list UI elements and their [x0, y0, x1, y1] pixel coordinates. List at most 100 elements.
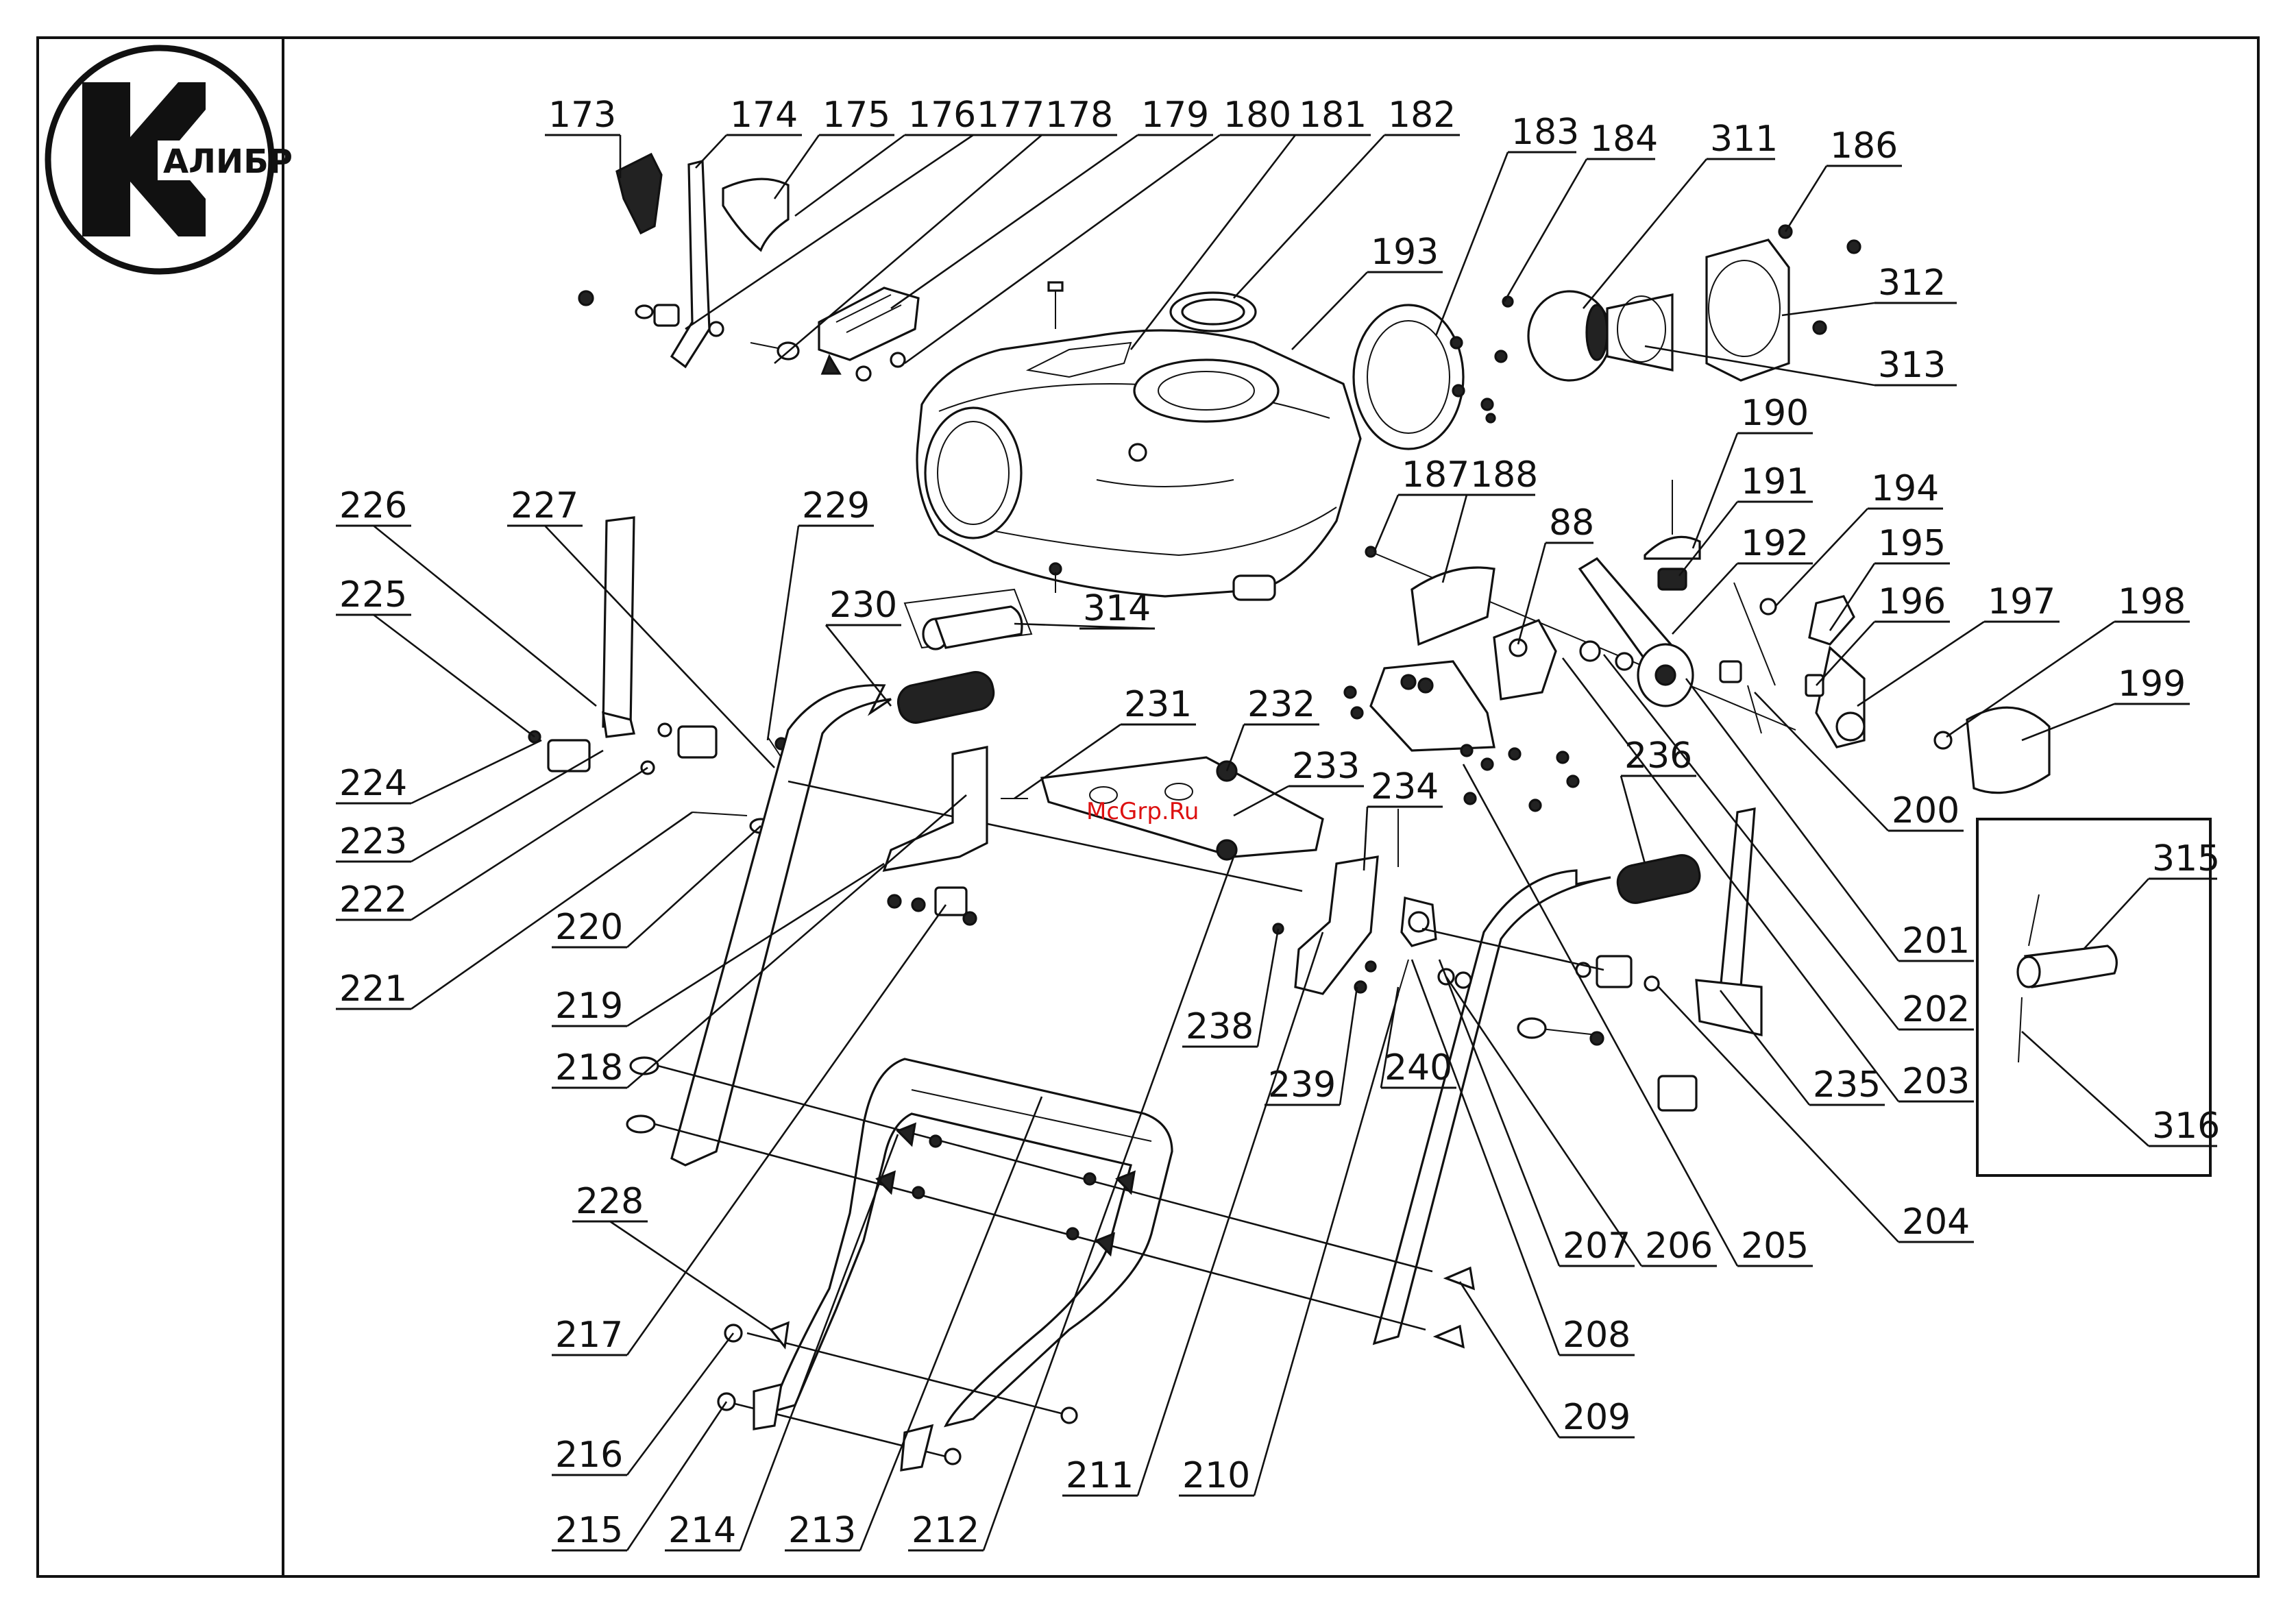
part-number-314: 314	[1083, 588, 1151, 629]
callout-203: 203	[1561, 657, 1974, 1103]
part-number-208: 208	[1563, 1315, 1631, 1356]
leader-line	[1410, 959, 1561, 1356]
leader-line	[1129, 134, 1297, 350]
leader-line	[774, 134, 1042, 364]
part-number-212: 212	[912, 1510, 979, 1551]
part-number-182: 182	[1388, 95, 1456, 136]
leader-line	[626, 1332, 735, 1476]
leader-line	[1256, 928, 1280, 1047]
callout-215: 215	[552, 1401, 728, 1552]
part-number-213: 213	[788, 1510, 856, 1551]
leader-line	[2021, 703, 2115, 742]
leader-line	[1014, 622, 1156, 630]
part-number-188: 188	[1470, 454, 1538, 496]
leader-line	[982, 856, 1235, 1551]
callout-194: 194	[1774, 468, 1943, 607]
leader-line	[1784, 165, 1828, 232]
part-number-214: 214	[668, 1510, 736, 1551]
leader-line	[1857, 620, 1985, 707]
part-number-235: 235	[1813, 1064, 1881, 1106]
part-number-200: 200	[1892, 790, 1959, 831]
callout-226: 226	[336, 485, 597, 707]
callout-201: 201	[1685, 678, 1974, 962]
callout-199: 199	[2021, 663, 2190, 742]
leader-line	[1781, 302, 1875, 317]
part-number-192: 192	[1741, 523, 1809, 564]
callout-225: 225	[336, 574, 535, 738]
callout-205: 205	[1462, 764, 1813, 1267]
detail-box	[1976, 818, 2212, 1177]
leader-line	[1685, 678, 1900, 962]
callout-206: 206	[1445, 976, 1717, 1267]
callout-211: 211	[1062, 931, 1324, 1497]
leader-line	[890, 134, 1138, 310]
part-number-221: 221	[339, 968, 407, 1010]
leader-line	[695, 134, 727, 169]
part-number-196: 196	[1878, 581, 1946, 622]
callout-197: 197	[1857, 581, 2060, 707]
callout-191: 191	[1678, 461, 1813, 576]
leader-line	[1561, 657, 1900, 1102]
leader-line	[773, 134, 820, 199]
part-number-234: 234	[1371, 766, 1439, 807]
part-number-201: 201	[1902, 921, 1970, 962]
leader-line	[1692, 432, 1739, 549]
leader-line	[1658, 986, 1899, 1243]
logo-text: АЛИБР	[163, 143, 293, 181]
callout-178: 178	[774, 95, 1117, 364]
leader-line	[1441, 494, 1468, 583]
callout-88: 88	[1517, 502, 1594, 645]
leader-line	[1339, 986, 1358, 1106]
part-number-236: 236	[1624, 735, 1692, 777]
callout-175: 175	[773, 95, 894, 199]
part-number-180: 180	[1223, 95, 1291, 136]
part-number-226: 226	[339, 485, 407, 526]
leader-line	[373, 524, 597, 707]
part-number-232: 232	[1247, 684, 1315, 725]
callout-312: 312	[1781, 263, 1957, 317]
callout-236: 236	[1620, 735, 1696, 864]
part-number-202: 202	[1902, 989, 1970, 1030]
part-number-173: 173	[548, 95, 616, 136]
leader-line	[1434, 151, 1509, 337]
callout-233: 233	[1233, 746, 1364, 817]
part-number-174: 174	[730, 95, 798, 136]
callout-212: 212	[908, 856, 1235, 1552]
leader-line	[1253, 993, 1400, 1496]
leader-line	[1373, 494, 1400, 552]
leader-line	[411, 739, 542, 805]
leader-line	[739, 1134, 899, 1551]
part-number-187: 187	[1402, 454, 1469, 496]
leader-line	[1644, 345, 1875, 387]
part-number-199: 199	[2118, 663, 2186, 705]
leader-line	[1233, 785, 1289, 817]
leader-line	[411, 811, 693, 1010]
leader-line	[794, 134, 905, 217]
callout-188: 188	[1441, 454, 1538, 583]
part-number-228: 228	[576, 1181, 644, 1222]
part-number-175: 175	[822, 95, 890, 136]
callout-239: 239	[1265, 986, 1358, 1106]
part-number-312: 312	[1878, 263, 1946, 304]
part-number-179: 179	[1141, 95, 1209, 136]
part-number-224: 224	[339, 763, 407, 804]
callout-209: 209	[1458, 1281, 1635, 1439]
leader-line	[626, 862, 885, 1027]
callout-210: 210	[1179, 993, 1400, 1497]
part-number-203: 203	[1902, 1061, 1970, 1102]
callout-186: 186	[1784, 125, 1902, 232]
callout-195: 195	[1829, 523, 1950, 631]
part-number-217: 217	[555, 1315, 623, 1356]
callout-207: 207	[1438, 959, 1635, 1267]
leader-line	[544, 525, 775, 768]
part-number-230: 230	[829, 585, 897, 626]
leader-line	[626, 904, 947, 1356]
part-number-209: 209	[1563, 1397, 1631, 1438]
callout-238: 238	[1182, 928, 1280, 1048]
leader-line	[626, 1401, 728, 1551]
leader-line	[904, 134, 1221, 365]
part-number-215: 215	[555, 1510, 623, 1551]
part-number-88: 88	[1549, 502, 1594, 544]
leader-line	[1719, 990, 1811, 1106]
